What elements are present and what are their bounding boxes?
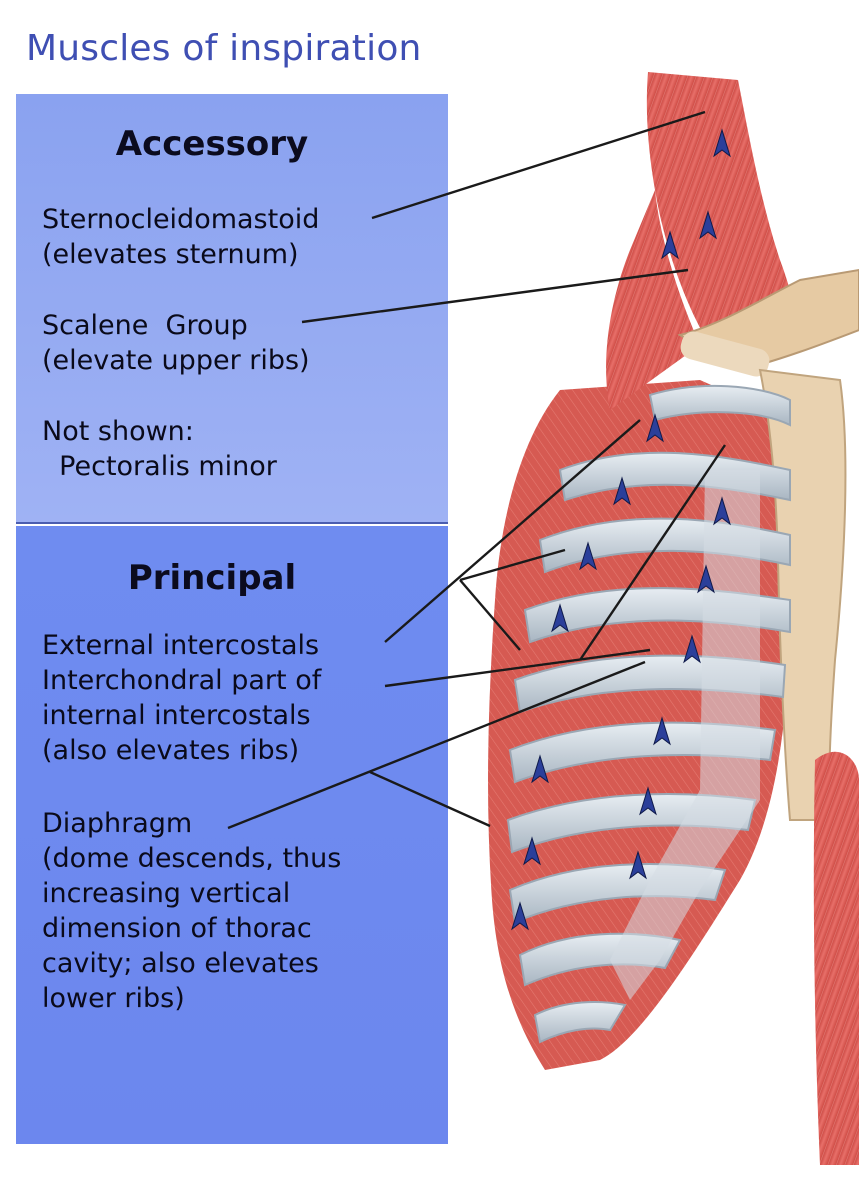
principal-panel: Principal External intercostals Intercho… <box>16 526 448 1144</box>
accessory-panel: Accessory Sternocleidomastoid (elevates … <box>16 94 448 524</box>
scalene-action: (elevate upper ribs) <box>42 345 310 376</box>
not-shown-label: Not shown: <box>42 416 194 447</box>
diaphragm-action-5: lower ribs) <box>42 983 185 1014</box>
interchondral-label-2: internal intercostals <box>42 700 311 731</box>
scalene-label: Scalene Group <box>42 310 248 341</box>
diaphragm-action-4: cavity; also elevates <box>42 948 319 979</box>
scm-label: Sternocleidomastoid <box>42 204 320 235</box>
interchondral-label: Interchondral part of <box>42 665 322 696</box>
pectoralis-minor-label: Pectoralis minor <box>42 451 277 482</box>
accessory-heading: Accessory <box>115 124 309 164</box>
external-intercostals-label: External intercostals <box>42 630 320 661</box>
page-title: Muscles of inspiration <box>26 28 422 69</box>
ribs <box>506 384 791 1044</box>
scm-action: (elevates sternum) <box>42 239 299 270</box>
diaphragm-action-3: dimension of thorac <box>42 913 312 944</box>
direction-arrow-icon <box>511 128 731 931</box>
diaphragm-label: Diaphragm <box>42 808 193 839</box>
sternocleidomastoid-muscle <box>646 72 796 360</box>
clavicle-bone <box>677 268 859 372</box>
diaphragm-action-1: (dome descends, thus <box>42 843 342 874</box>
principal-heading: Principal <box>127 558 297 598</box>
arm-muscle <box>813 751 859 1165</box>
diaphragm-action-2: increasing vertical <box>42 878 291 909</box>
first-rib-bone <box>680 331 770 377</box>
sternum-bone <box>758 368 847 821</box>
interchondral-action: (also elevates ribs) <box>42 735 300 766</box>
rib-cage-muscle <box>488 380 790 1070</box>
costal-cartilage <box>610 470 760 1000</box>
scalene-muscle <box>606 190 700 410</box>
